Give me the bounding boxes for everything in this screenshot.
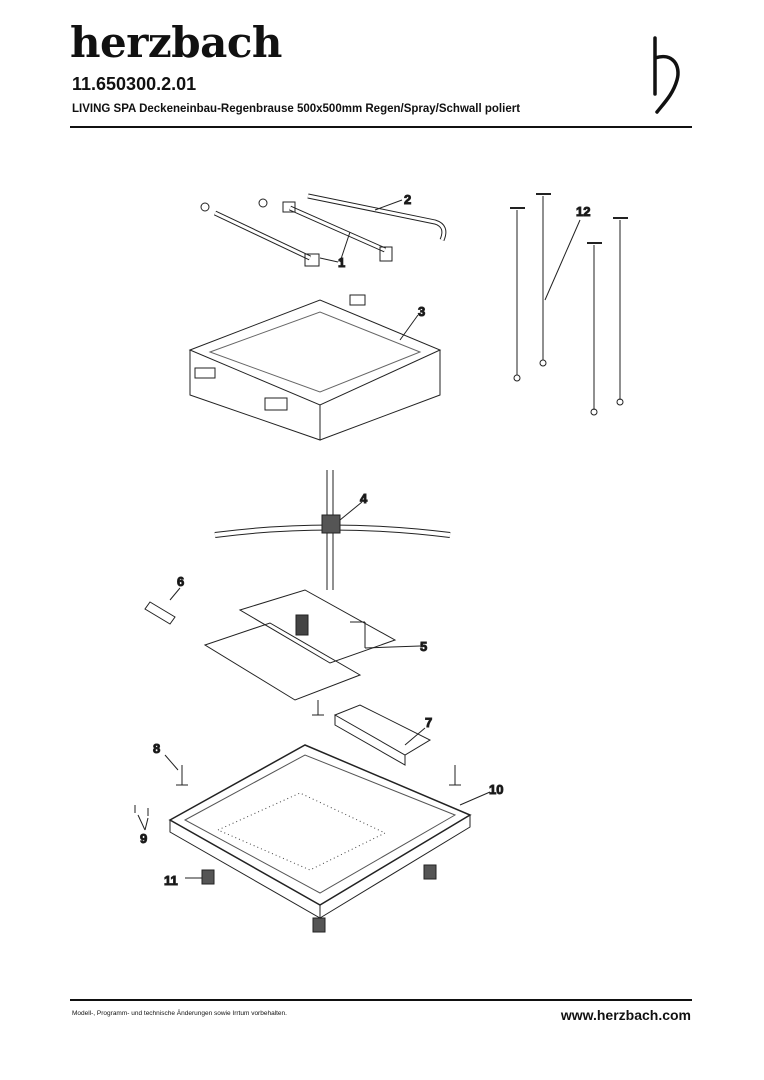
callout-12: 12 xyxy=(576,204,590,219)
nozzle-plates-part-5 xyxy=(203,589,397,701)
callout-9: 9 xyxy=(140,831,147,846)
footer-rule xyxy=(70,999,692,1001)
callout-10: 10 xyxy=(489,782,503,797)
brand-logo: herzbach xyxy=(70,18,282,67)
article-number: 11.650300.2.01 xyxy=(72,74,197,94)
callout-2: 2 xyxy=(404,192,411,207)
callout-1: 1 xyxy=(338,255,345,270)
ceiling-frame-part-10 xyxy=(168,744,472,919)
hose-part-2 xyxy=(282,193,447,262)
callout-8: 8 xyxy=(153,741,160,756)
callout-5: 5 xyxy=(420,639,427,654)
callout-7: 7 xyxy=(425,715,432,730)
brand-mark-icon xyxy=(653,36,680,114)
product-description: LIVING SPA Deckeneinbau-Regenbrause 500x… xyxy=(72,103,521,115)
website-link[interactable]: www.herzbach.com xyxy=(560,1007,691,1023)
adapter-part-6 xyxy=(144,601,176,625)
hanger-rods-part-12 xyxy=(510,193,628,416)
callout-11: 11 xyxy=(164,873,178,888)
callout-3: 3 xyxy=(418,304,425,319)
callout-6: 6 xyxy=(177,574,184,589)
mounting-frame-part-3 xyxy=(188,294,442,441)
distributor-part-4 xyxy=(214,470,451,590)
screws-part-8 xyxy=(176,700,461,786)
header-rule xyxy=(70,126,692,128)
disclaimer: Modell-, Programm- und technische Änderu… xyxy=(72,1010,287,1017)
feet-part-11 xyxy=(201,864,437,933)
housing-part-7 xyxy=(333,704,432,766)
callout-4: 4 xyxy=(360,491,368,506)
hose-part-1 xyxy=(200,198,320,267)
screws-part-9 xyxy=(134,805,149,816)
